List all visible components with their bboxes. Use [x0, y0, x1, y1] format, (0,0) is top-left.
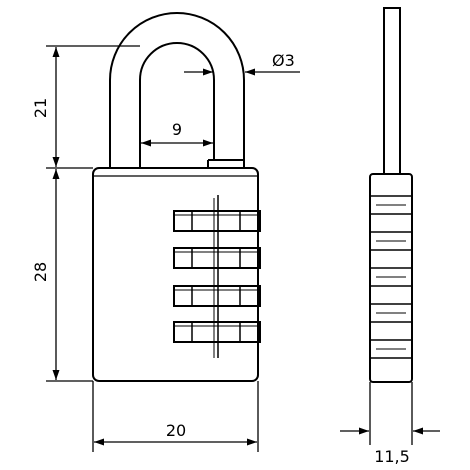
side-view: [369, 7, 413, 383]
side-shackle: [383, 7, 401, 175]
shackle-tip: [207, 159, 245, 168]
side-body: [369, 173, 413, 383]
shackle: [109, 12, 245, 168]
label-shackle-diameter: Ø3: [272, 51, 295, 70]
dial-3: [173, 285, 261, 307]
side-dial-ribs: [370, 195, 412, 359]
front-view: [92, 12, 261, 382]
label-body-height: 28: [31, 262, 50, 282]
dial-2: [173, 247, 261, 269]
dimension-lines: [46, 45, 440, 452]
label-shackle-inner-width: 9: [172, 120, 182, 139]
dial-1: [173, 210, 261, 232]
label-body-width: 20: [166, 421, 186, 440]
dial-4: [173, 321, 261, 343]
label-body-thickness: 11,5: [374, 447, 410, 466]
label-shackle-height: 21: [31, 98, 50, 118]
lock-body: [92, 167, 259, 382]
